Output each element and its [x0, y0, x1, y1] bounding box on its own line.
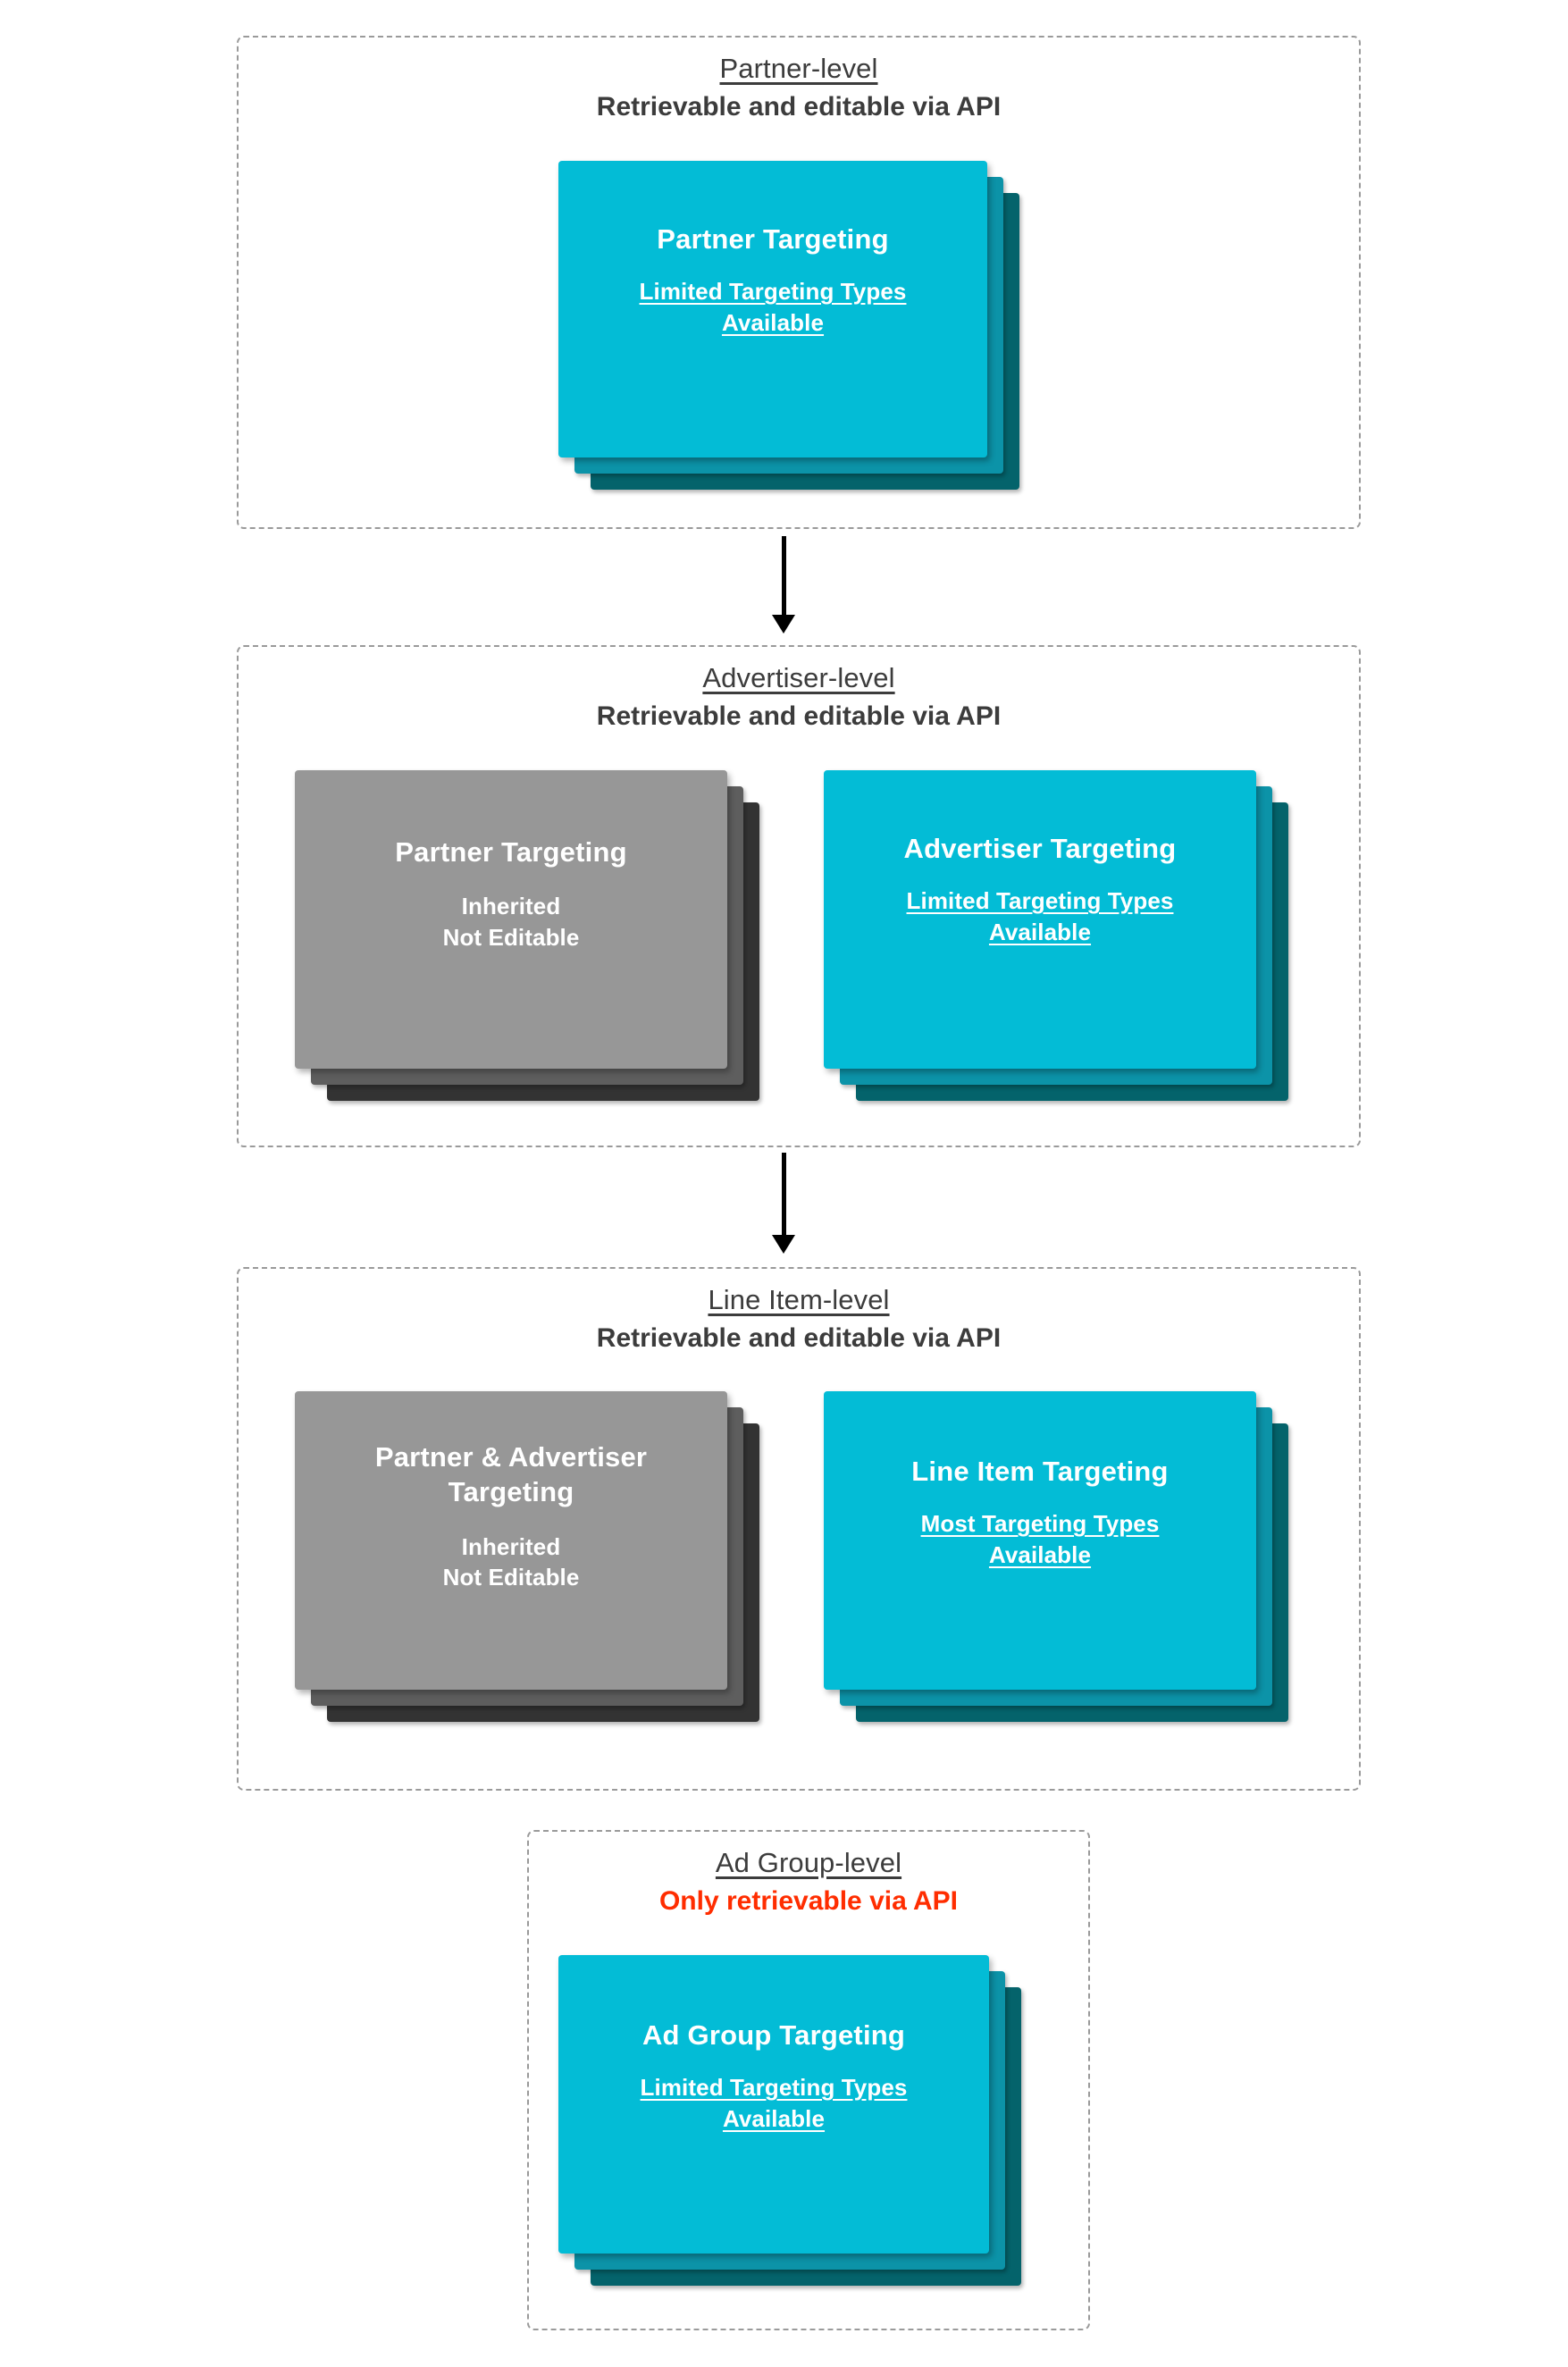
arrow-shaft — [782, 536, 786, 618]
arrow-advertiser-to-line-item — [772, 1153, 795, 1254]
card-title: Advertiser Targeting — [903, 833, 1177, 864]
card-stack-partner-targeting: Partner Targeting Limited Targeting Type… — [558, 161, 1019, 491]
card-note: Inherited Not Editable — [442, 1532, 580, 1591]
arrow-head — [772, 1235, 795, 1254]
card-note: Limited Targeting Types Available — [640, 2074, 908, 2132]
arrow-head — [772, 615, 795, 634]
card-title: Partner Targeting — [395, 836, 627, 868]
card-stack-inherited-partner-advertiser-targeting: Partner & Advertiser Targeting Inherited… — [295, 1391, 759, 1740]
card-partner-targeting[interactable]: Partner Targeting Limited Targeting Type… — [558, 161, 987, 457]
card-line-item-targeting[interactable]: Line Item Targeting Most Targeting Types… — [824, 1391, 1256, 1690]
card-title: Partner & Advertiser Targeting — [374, 1441, 648, 1508]
card-inherited-partner-targeting[interactable]: Partner Targeting Inherited Not Editable — [295, 770, 727, 1069]
card-inherited-partner-advertiser-targeting[interactable]: Partner & Advertiser Targeting Inherited… — [295, 1391, 727, 1690]
card-note: Inherited Not Editable — [442, 893, 580, 951]
card-note: Most Targeting Types Available — [920, 1510, 1160, 1568]
card-stack-ad-group-targeting: Ad Group Targeting Limited Targeting Typ… — [558, 1955, 1021, 2290]
card-title: Line Item Targeting — [911, 1456, 1169, 1487]
card-title: Partner Targeting — [657, 223, 889, 255]
arrow-partner-to-advertiser — [772, 536, 795, 634]
level-box-line-item — [237, 1267, 1361, 1791]
level-box-ad-group — [527, 1830, 1090, 2330]
card-stack-advertiser-targeting: Advertiser Targeting Limited Targeting T… — [824, 770, 1288, 1119]
card-ad-group-targeting[interactable]: Ad Group Targeting Limited Targeting Typ… — [558, 1955, 989, 2254]
arrow-shaft — [782, 1153, 786, 1238]
card-note: Limited Targeting Types Available — [906, 887, 1174, 945]
level-box-partner — [237, 36, 1361, 529]
card-advertiser-targeting[interactable]: Advertiser Targeting Limited Targeting T… — [824, 770, 1256, 1069]
card-title: Ad Group Targeting — [641, 2019, 906, 2051]
level-box-advertiser — [237, 645, 1361, 1147]
card-stack-inherited-partner-targeting: Partner Targeting Inherited Not Editable — [295, 770, 759, 1119]
card-note: Limited Targeting Types Available — [639, 278, 907, 336]
card-stack-line-item-targeting: Line Item Targeting Most Targeting Types… — [824, 1391, 1288, 1740]
